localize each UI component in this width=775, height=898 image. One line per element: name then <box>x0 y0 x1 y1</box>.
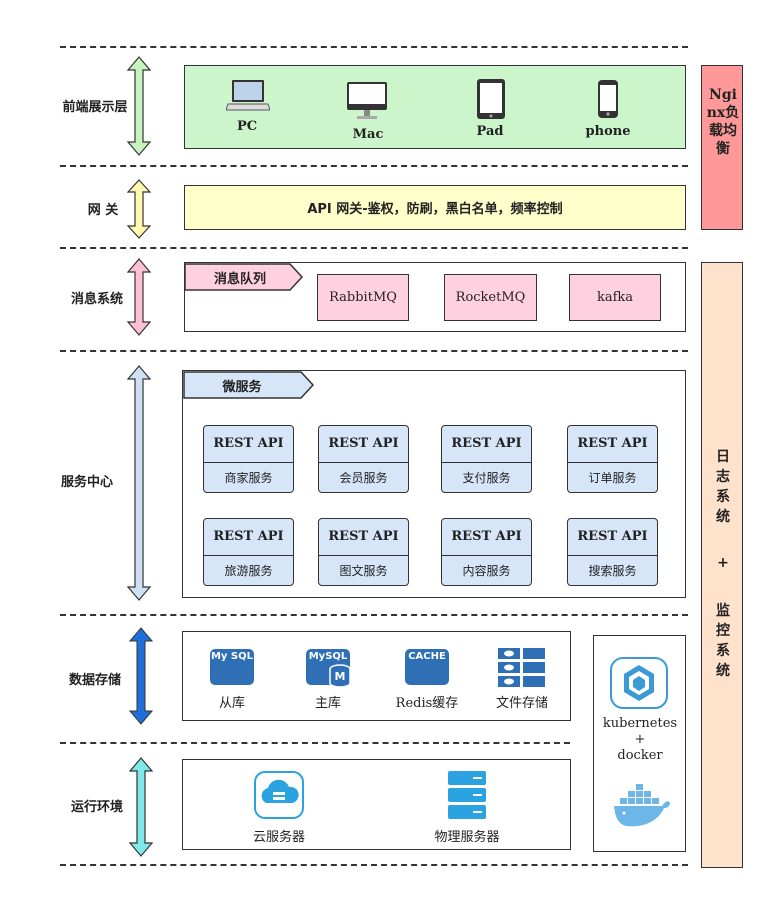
k8s-label-line3: docker <box>617 748 663 763</box>
nginx-box: Nginx负载均衡 <box>701 65 743 230</box>
storage-label-files: 文件存储 <box>495 696 548 711</box>
desktop-icon <box>347 82 387 119</box>
service-card-title: REST API <box>319 426 408 463</box>
storage-box <box>182 631 571 721</box>
double-arrow-icon <box>127 258 151 336</box>
mq-item-kafka: kafka <box>569 274 661 321</box>
service-card-title: REST API <box>442 519 531 556</box>
layer-label-storage: 数据存储 <box>68 673 121 688</box>
layer-label-services: 服务中心 <box>60 475 113 490</box>
mq-tag-shape <box>184 263 304 291</box>
ms-tag-shape <box>183 371 315 399</box>
service-card-title: REST API <box>204 426 293 463</box>
service-card-name: 旅游服务 <box>224 564 273 578</box>
ms-tag-label: 微服务 <box>222 380 262 395</box>
separator-7 <box>60 864 688 866</box>
mysql-master-icon-text: MySQL <box>308 651 348 662</box>
double-arrow-icon <box>129 627 153 725</box>
k8s-label-line2: + <box>634 732 646 747</box>
laptop-icon <box>226 80 270 111</box>
nginx-label: Nginx负载均衡 <box>706 87 740 157</box>
master-badge-letter: M <box>334 670 346 683</box>
separator-3 <box>60 247 688 249</box>
service-card-name: 图文服务 <box>339 564 388 578</box>
separator-6 <box>60 742 570 744</box>
layer-label-gateway: 网 关 <box>87 203 119 218</box>
storage-label-slave: 从库 <box>218 696 245 711</box>
layer-label-messaging: 消息系统 <box>70 292 123 307</box>
device-label-mac: Mac <box>352 127 384 142</box>
layer-label-runtime: 运行环境 <box>70 800 123 815</box>
service-card: REST API 搜索服务 <box>567 518 658 586</box>
logging-box: 日志系统 + 监控系统 <box>701 262 743 868</box>
runtime-label-cloud: 云服务器 <box>252 830 305 845</box>
service-card: REST API 内容服务 <box>441 518 532 586</box>
physical-server-icon <box>448 771 486 819</box>
device-label-phone: phone <box>585 124 631 139</box>
cloud-server-icon <box>254 771 304 819</box>
separator-2 <box>60 165 688 167</box>
database-badge-icon <box>329 664 351 688</box>
service-card-title: REST API <box>568 426 657 463</box>
mq-tag-label: 消息队列 <box>213 272 266 287</box>
k8s-label-line1: kubernetes <box>602 716 678 731</box>
double-arrow-icon <box>127 179 151 239</box>
messaging-box <box>184 262 686 332</box>
service-card-title: REST API <box>442 426 531 463</box>
file-storage-icon <box>498 648 545 687</box>
cache-icon-text: CACHE <box>408 651 446 662</box>
kubernetes-icon <box>610 657 668 709</box>
service-card-title: REST API <box>568 519 657 556</box>
services-box <box>182 370 686 598</box>
service-card: REST API 旅游服务 <box>203 518 294 586</box>
mq-item-rabbitmq: RabbitMQ <box>317 274 409 321</box>
logging-label-plus: + <box>717 555 729 571</box>
service-card-name: 商家服务 <box>224 471 273 485</box>
docker-icon <box>614 784 670 827</box>
phone-icon <box>598 80 618 118</box>
device-label-pc: PC <box>236 119 258 134</box>
service-card: REST API 会员服务 <box>318 425 409 493</box>
gateway-box: API 网关-鉴权，防刷，黑白名单，频率控制 <box>184 185 686 230</box>
service-card-title: REST API <box>319 519 408 556</box>
service-card-name: 搜索服务 <box>588 564 637 578</box>
double-arrow-icon <box>129 757 153 857</box>
mysql-icon: My SQL <box>210 649 254 685</box>
service-card: REST API 支付服务 <box>441 425 532 493</box>
service-card-name: 会员服务 <box>339 471 388 485</box>
runtime-box <box>182 759 571 850</box>
service-card-name: 订单服务 <box>588 471 637 485</box>
runtime-label-physical: 物理服务器 <box>434 830 500 845</box>
service-card: REST API 图文服务 <box>318 518 409 586</box>
mq-item-rocketmq: RocketMQ <box>444 274 537 321</box>
storage-label-redis: Redis缓存 <box>395 696 459 711</box>
k8s-docker-box <box>593 635 686 852</box>
service-card: REST API 商家服务 <box>203 425 294 493</box>
logging-label-top: 日志系统 <box>716 449 730 525</box>
double-arrow-icon <box>127 56 151 156</box>
service-card-name: 内容服务 <box>462 564 511 578</box>
mysql-icon-text: My SQL <box>210 651 254 662</box>
layer-label-frontend: 前端展示层 <box>62 100 128 115</box>
service-card-name: 支付服务 <box>462 471 511 485</box>
separator-1 <box>60 46 688 48</box>
logging-label-bottom: 监控系统 <box>716 603 730 679</box>
separator-4 <box>60 350 688 352</box>
tablet-icon <box>477 79 505 119</box>
service-card: REST API 订单服务 <box>567 425 658 493</box>
cache-icon: CACHE <box>405 649 449 685</box>
gateway-text: API 网关-鉴权，防刷，黑白名单，频率控制 <box>307 202 563 217</box>
double-arrow-icon <box>127 365 151 601</box>
service-card-title: REST API <box>204 519 293 556</box>
storage-label-master: 主库 <box>314 696 341 711</box>
device-label-pad: Pad <box>476 124 504 139</box>
separator-5 <box>60 614 688 616</box>
